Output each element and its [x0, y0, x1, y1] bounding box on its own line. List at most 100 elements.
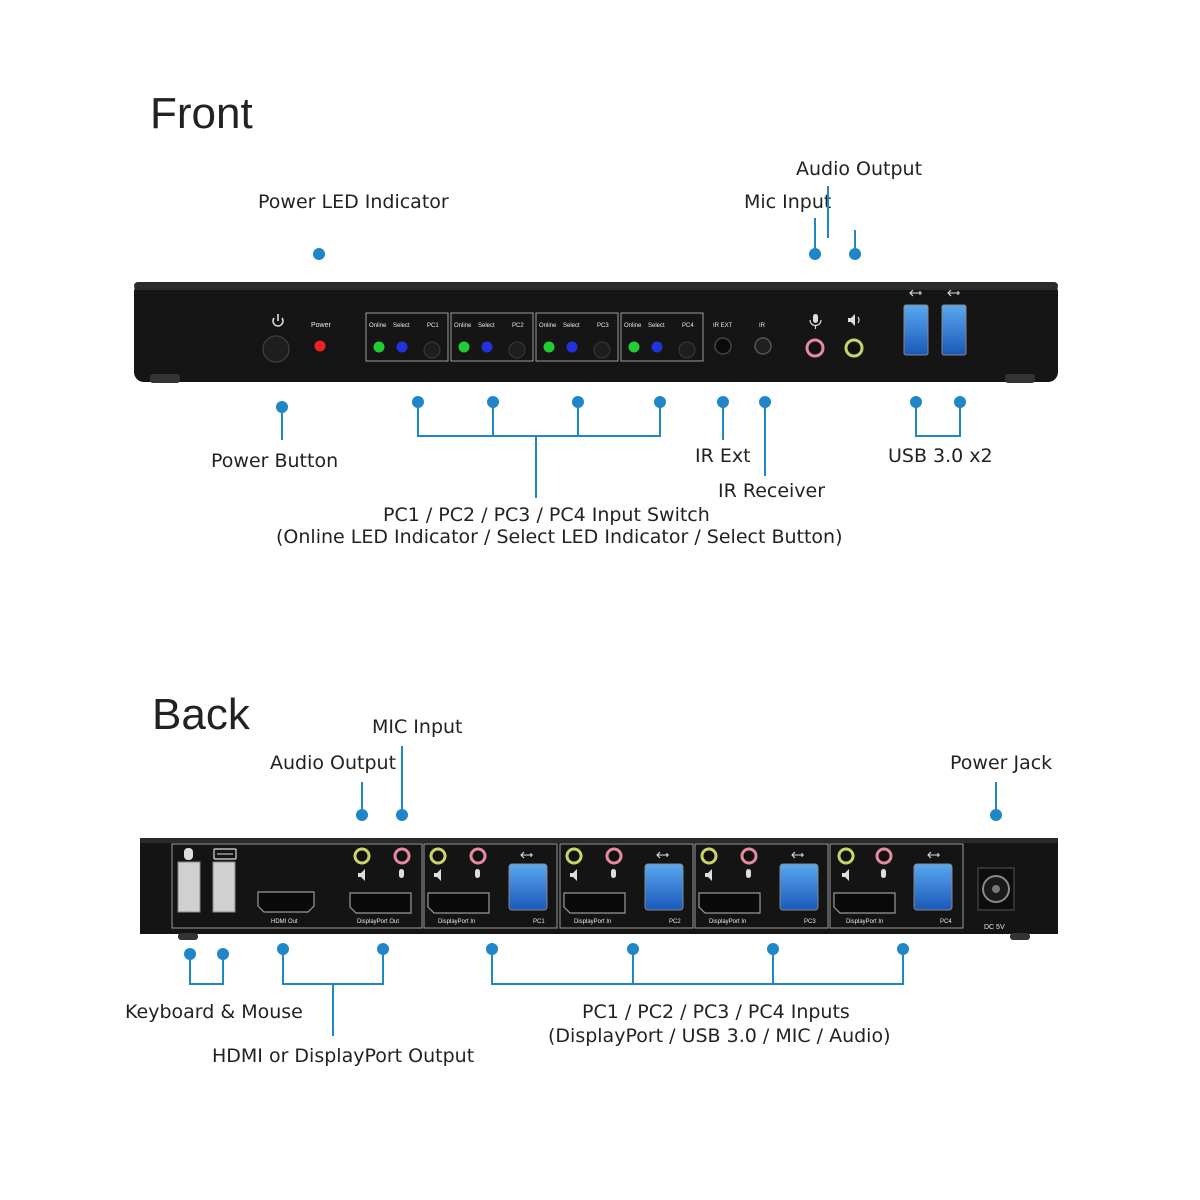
hdmi-out-label: HDMI Out	[271, 919, 298, 925]
back-chassis	[140, 838, 1058, 934]
mouse-usb-port[interactable]	[212, 861, 236, 913]
callout-input-switch-2: (Online LED Indicator / Select LED Indic…	[276, 526, 843, 548]
pc3-input-panel: DisplayPort In PC3	[694, 843, 829, 929]
front-callouts: Power LED Indicator Mic Input Audio Outp…	[211, 158, 993, 548]
pc3-displayport-in[interactable]	[698, 892, 761, 914]
pc4-back-label: PC4	[940, 919, 952, 925]
back-foot-left	[178, 933, 198, 940]
back-foot-right	[1010, 933, 1030, 940]
pc1-online-label: Online	[369, 323, 387, 329]
output-panel	[171, 843, 423, 929]
power-led-label: Power	[311, 322, 332, 329]
pc1-audio-jack[interactable]	[429, 847, 447, 865]
callout-back-audio-output: Audio Output	[270, 752, 396, 774]
pc3-online-label: Online	[539, 323, 557, 329]
callout-usb3: USB 3.0 x2	[888, 445, 993, 467]
power-icon	[272, 314, 284, 327]
pc3-audio-jack[interactable]	[700, 847, 718, 865]
back-audio-jack[interactable]	[353, 847, 371, 865]
pc2-audio-jack[interactable]	[565, 847, 583, 865]
pc2-dp-in-label: DisplayPort In	[574, 919, 611, 925]
pc1-displayport-in[interactable]	[427, 892, 490, 914]
keyboard-icon	[213, 848, 237, 860]
callout-power-led: Power LED Indicator	[258, 191, 449, 213]
pc4-select-button[interactable]	[678, 341, 696, 359]
pc3-label: PC3	[597, 323, 609, 329]
pc2-select-label: Select	[478, 323, 495, 329]
pc1-input-panel: DisplayPort In PC1	[423, 843, 558, 929]
pc3-back-label: PC3	[804, 919, 816, 925]
callout-ir-receiver: IR Receiver	[718, 480, 825, 502]
pc2-mic-jack[interactable]	[605, 847, 623, 865]
displayport-out-port[interactable]	[349, 892, 412, 914]
front-usb-port-2[interactable]	[941, 304, 967, 356]
pc1-select-led	[396, 341, 408, 353]
hdmi-out-port[interactable]	[257, 891, 315, 913]
pc1-mic-jack[interactable]	[469, 847, 487, 865]
callout-back-mic-input: MIC Input	[372, 716, 463, 738]
mouse-icon	[184, 848, 193, 860]
pc1-switch-group: Online Select PC1	[365, 312, 449, 362]
pc3-mic-jack[interactable]	[740, 847, 758, 865]
front-chassis-top	[134, 282, 1058, 290]
pc1-dp-in-label: DisplayPort In	[438, 919, 475, 925]
callout-audio-output: Audio Output	[796, 158, 922, 180]
ir-label: IR	[759, 323, 766, 329]
pc2-label: PC2	[512, 323, 524, 329]
pc4-input-panel: DisplayPort In PC4	[829, 843, 964, 929]
pc2-online-led	[458, 341, 470, 353]
callout-ir-ext: IR Ext	[695, 445, 751, 467]
pc4-dp-in-label: DisplayPort In	[846, 919, 883, 925]
ir-receiver	[754, 337, 772, 355]
front-usb-port-1[interactable]	[903, 304, 929, 356]
callout-inputs-2: (DisplayPort / USB 3.0 / MIC / Audio)	[548, 1025, 891, 1047]
pc1-select-button[interactable]	[423, 341, 441, 359]
front-section: Front Power Online Select	[134, 89, 1058, 548]
pc2-usb-b-port[interactable]	[644, 863, 684, 911]
callout-mic-input: Mic Input	[744, 191, 831, 213]
pc4-switch-group: Online Select PC4	[620, 312, 704, 362]
pc3-online-led	[543, 341, 555, 353]
pc4-online-label: Online	[624, 323, 642, 329]
pc4-audio-jack[interactable]	[837, 847, 855, 865]
pc1-select-label: Select	[393, 323, 410, 329]
back-chassis-top	[140, 838, 1058, 843]
pc2-select-button[interactable]	[508, 341, 526, 359]
back-mic-jack[interactable]	[393, 847, 411, 865]
pc3-usb-b-port[interactable]	[779, 863, 819, 911]
pc4-mic-jack[interactable]	[875, 847, 893, 865]
callout-power-button: Power Button	[211, 450, 338, 472]
front-audio-jack[interactable]	[844, 338, 864, 358]
pc3-dp-in-label: DisplayPort In	[709, 919, 746, 925]
pc3-select-label: Select	[563, 323, 580, 329]
keyboard-usb-port[interactable]	[177, 861, 201, 913]
pc1-back-label: PC1	[533, 919, 545, 925]
front-title: Front	[150, 89, 253, 138]
pc2-displayport-in[interactable]	[563, 892, 626, 914]
pc4-select-label: Select	[648, 323, 665, 329]
back-title: Back	[152, 690, 251, 739]
pc1-label: PC1	[427, 323, 439, 329]
pc4-displayport-in[interactable]	[833, 892, 896, 914]
pc3-select-led	[566, 341, 578, 353]
pc1-usb-b-port[interactable]	[508, 863, 548, 911]
pc1-online-led	[373, 341, 385, 353]
pc3-select-button[interactable]	[593, 341, 611, 359]
usb-icon	[909, 289, 960, 297]
pc3-switch-group: Online Select PC3	[535, 312, 619, 362]
callout-input-switch-1: PC1 / PC2 / PC3 / PC4 Input Switch	[383, 504, 710, 526]
back-callouts: MIC Input Audio Output Power Jack Keyboa…	[125, 716, 1052, 1067]
callout-keyboard-mouse: Keyboard & Mouse	[125, 1001, 303, 1023]
back-section: Back HDMI Out DisplayPort Ou	[125, 690, 1058, 1067]
front-foot-right	[1005, 374, 1035, 383]
back-device: HDMI Out DisplayPort Out DisplayPort In …	[140, 838, 1058, 940]
front-mic-jack[interactable]	[805, 338, 825, 358]
ir-ext-jack[interactable]	[714, 337, 732, 355]
power-button[interactable]	[262, 314, 290, 363]
pc4-usb-b-port[interactable]	[913, 863, 953, 911]
callout-hdmi-dp-output: HDMI or DisplayPort Output	[212, 1045, 474, 1067]
callout-inputs-1: PC1 / PC2 / PC3 / PC4 Inputs	[582, 1001, 850, 1023]
power-led	[314, 340, 326, 352]
pc4-online-led	[628, 341, 640, 353]
pc2-online-label: Online	[454, 323, 472, 329]
